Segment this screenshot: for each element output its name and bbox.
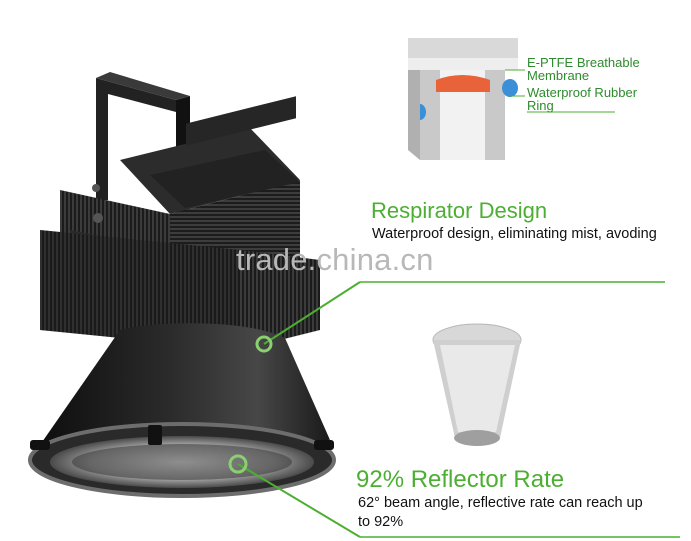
reflector-description: 62° beam angle, reflective rate can reac… <box>358 494 643 532</box>
membrane-label-line2: Membrane <box>527 68 590 83</box>
membrane-label: E-PTFE Breathable Membrane <box>527 56 640 82</box>
respirator-title: Respirator Design <box>371 198 548 223</box>
ring-label-line2: Ring <box>527 98 554 113</box>
breathable-valve-illustration <box>408 38 518 160</box>
membrane-label-line1: E-PTFE Breathable <box>527 55 640 70</box>
reflector-illustration <box>432 323 522 446</box>
reflector-callout <box>228 454 680 538</box>
reflector-description-line2: to 92% <box>358 514 404 530</box>
reflector-description-line1: 62° beam angle, reflective rate can reac… <box>358 495 643 511</box>
lamp-bottom-ring <box>28 422 336 498</box>
ring-label-line1: Waterproof Rubber <box>527 85 638 100</box>
respirator-description: Waterproof design, eliminating mist, avo… <box>372 226 657 242</box>
reflector-title: 92% Reflector Rate <box>356 466 565 493</box>
watermark: trade.china.cn <box>236 242 434 277</box>
respirator-callout <box>255 281 665 353</box>
rubber-ring-label: Waterproof Rubber Ring <box>527 86 637 112</box>
lower-fins <box>40 230 320 350</box>
